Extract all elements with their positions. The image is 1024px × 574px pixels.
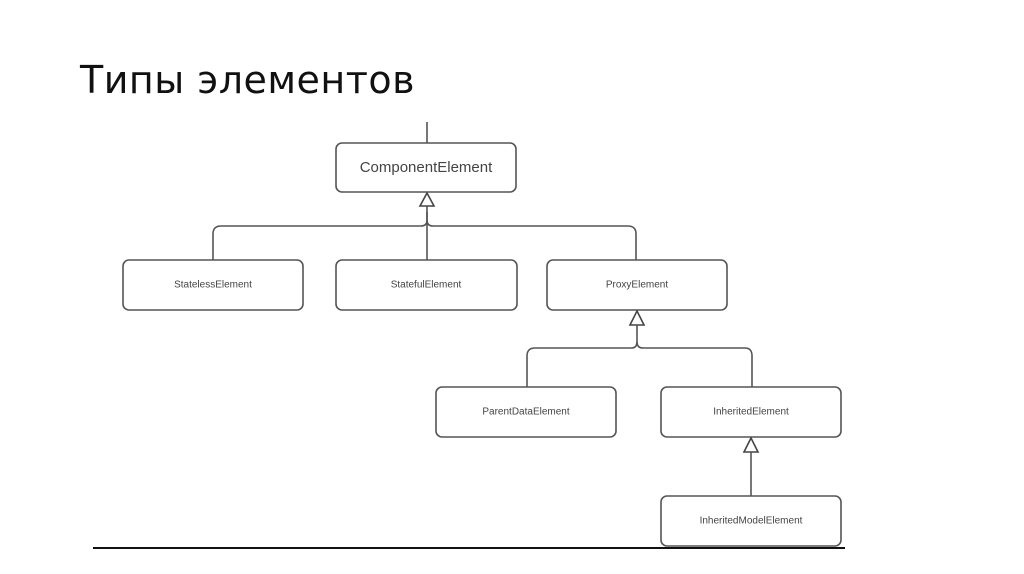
node-parent-data-element: ParentDataElement bbox=[435, 386, 617, 438]
node-label: InheritedElement bbox=[713, 407, 789, 418]
node-label: StatelessElement bbox=[174, 280, 252, 291]
inheritance-arrow-icon bbox=[628, 309, 646, 326]
connector-inherited-child bbox=[742, 436, 760, 496]
connector-component-children bbox=[212, 191, 637, 260]
slide-title: Типы элементов bbox=[80, 58, 416, 102]
inheritance-arrow-icon bbox=[418, 191, 436, 207]
node-inherited-element: InheritedElement bbox=[660, 386, 842, 438]
connector-proxy-children bbox=[526, 309, 753, 387]
node-inherited-model-element: InheritedModelElement bbox=[660, 495, 842, 547]
node-label: InheritedModelElement bbox=[700, 516, 803, 527]
node-proxy-element: ProxyElement bbox=[546, 259, 728, 311]
node-stateless-element: StatelessElement bbox=[122, 259, 304, 311]
node-stateful-element: StatefulElement bbox=[335, 259, 518, 311]
inheritance-arrow-icon bbox=[742, 436, 760, 453]
node-label: ParentDataElement bbox=[482, 407, 569, 418]
node-label: ProxyElement bbox=[606, 280, 668, 291]
node-label: StatefulElement bbox=[391, 280, 462, 291]
node-label: ComponentElement bbox=[360, 159, 493, 176]
node-component-element: ComponentElement bbox=[335, 142, 517, 193]
